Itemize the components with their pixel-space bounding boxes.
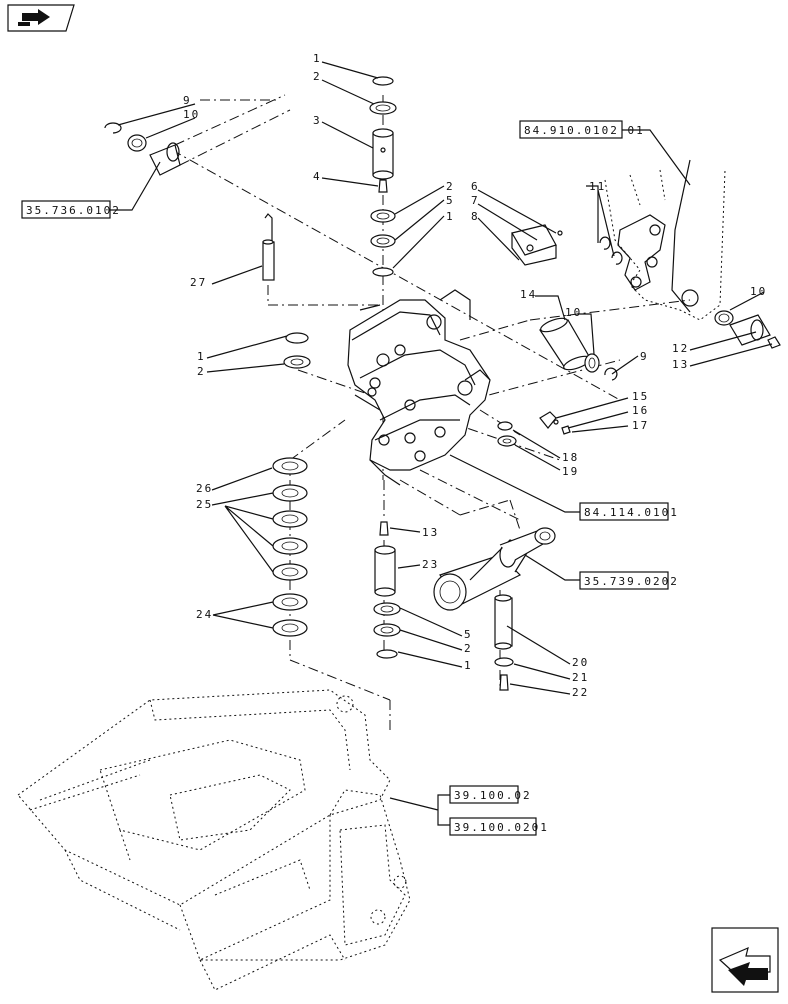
callout: 21 [572, 671, 589, 684]
previous-page-icon[interactable] [7, 4, 75, 32]
reference-box[interactable]: 35.739.0202 [579, 571, 679, 590]
callout: 2 [464, 642, 473, 655]
reference-label: 39.100.02 [454, 789, 532, 802]
callout: 14 [520, 288, 537, 301]
reference-label: 39.100.0201 [454, 821, 549, 834]
plate-15 [497, 411, 571, 447]
callout: 10 [750, 285, 767, 298]
callout: 2 [446, 180, 455, 193]
callout: 2 [313, 70, 322, 83]
pin-27 [262, 213, 275, 281]
callout: 26 [196, 482, 213, 495]
pin-14 [539, 317, 618, 381]
callout: 5 [446, 194, 455, 207]
pin-23-stack [373, 521, 401, 659]
callout: 15 [632, 390, 649, 403]
leader-lines [110, 61, 773, 826]
ring-pair-left [283, 332, 311, 369]
callout: 16 [632, 404, 649, 417]
callout: 4 [313, 170, 322, 183]
callout: 1 [197, 350, 206, 363]
reference-label: 84.910.0102 01 [524, 124, 645, 137]
callout: 2 [197, 365, 206, 378]
callout: 1 [313, 52, 322, 65]
callout: 20 [572, 656, 589, 669]
callout: 27 [190, 276, 207, 289]
boom [604, 159, 726, 321]
callout: 3 [313, 114, 322, 127]
next-page-icon[interactable] [711, 927, 779, 993]
callout: 25 [196, 498, 213, 511]
reference-box[interactable]: 35.736.0102 [21, 200, 121, 219]
reference-label: 35.736.0102 [26, 204, 121, 217]
callout: 11 [589, 180, 606, 193]
callout: 9 [640, 350, 649, 363]
callout: 8 [471, 210, 480, 223]
reference-box[interactable]: 39.100.0201 [449, 817, 549, 836]
callout: 5 [464, 628, 473, 641]
reference-box[interactable]: 84.910.0102 01 [519, 120, 645, 139]
callout: 10 [183, 108, 200, 121]
callout: 9 [183, 94, 192, 107]
callout: 10 [565, 306, 582, 319]
shim-stack [272, 457, 308, 637]
upper-frame [17, 689, 411, 991]
swing-cylinder [433, 527, 556, 611]
callout: 6 [471, 180, 480, 193]
pin-20-stack [494, 594, 514, 691]
cylinder-end-left [104, 94, 291, 176]
callout: 17 [632, 419, 649, 432]
reference-box[interactable]: 84.114.0101 [579, 502, 679, 521]
callout: 24 [196, 608, 213, 621]
callout: 13 [422, 526, 439, 539]
boom-pin [599, 236, 781, 349]
swing-bracket [347, 289, 491, 486]
callout: 12 [672, 342, 689, 355]
callout: 1 [464, 659, 473, 672]
callout-numbers: 1 2 3 4 2 5 1 6 7 8 9 10 11 10 12 13 14 … [183, 52, 767, 699]
callout: 13 [672, 358, 689, 371]
reference-label: 35.739.0202 [584, 575, 679, 588]
callout: 19 [562, 465, 579, 478]
reference-box[interactable]: 39.100.02 [449, 785, 532, 804]
pin-stack-top [369, 76, 397, 277]
callout: 1 [446, 210, 455, 223]
callout: 7 [471, 194, 480, 207]
cover-plate [511, 224, 563, 266]
callout: 22 [572, 686, 589, 699]
reference-label: 84.114.0101 [584, 506, 679, 519]
callout: 23 [422, 558, 439, 571]
callout: 18 [562, 451, 579, 464]
